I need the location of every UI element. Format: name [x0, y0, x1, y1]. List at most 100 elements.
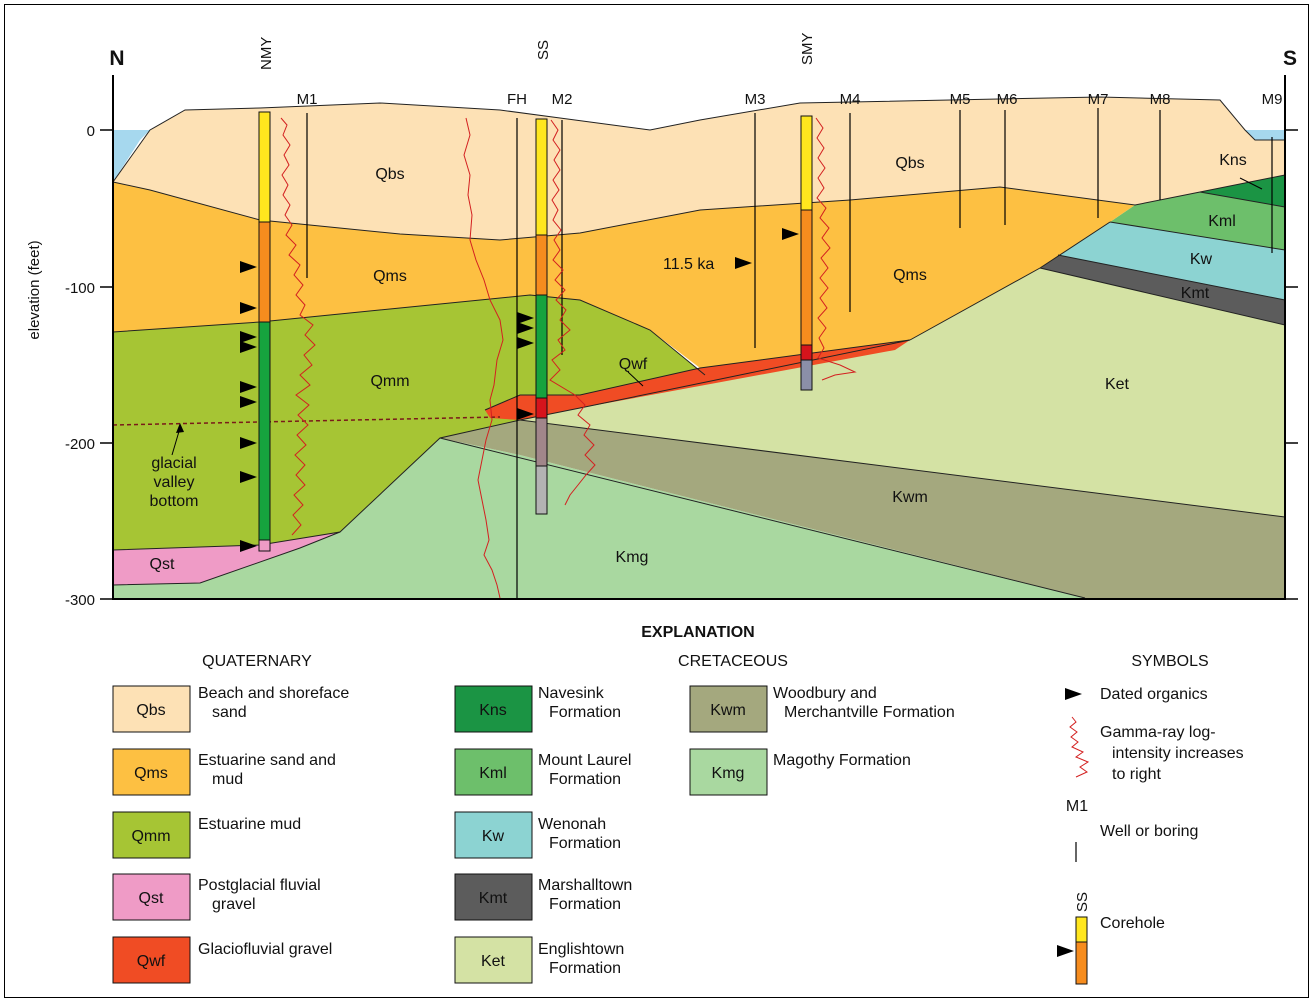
glacial-valley-line-2: valley	[154, 474, 195, 491]
corehole-label-nmy: NMY	[258, 37, 275, 70]
well-label-m8: M8	[1150, 91, 1171, 108]
swatch-kwm	[689, 685, 768, 733]
label-kwm: Kwm	[892, 489, 928, 506]
label-kmt: Kmt	[1181, 285, 1210, 302]
corehole-ss	[535, 118, 548, 515]
gamma-log-ss	[549, 119, 596, 506]
corehole-nmy	[258, 111, 271, 552]
unit-qms	[113, 182, 1135, 368]
label-qmm: Qmm	[370, 373, 409, 390]
label-qbs-left: Qbs	[375, 166, 404, 183]
swatch-qms	[112, 748, 191, 796]
code-kml: Kml	[479, 765, 507, 782]
desc-qms-2: mud	[212, 771, 243, 788]
desc-qst-2: gravel	[212, 896, 256, 913]
well-label-m9: M9	[1262, 91, 1283, 108]
unit-kw	[1058, 222, 1285, 300]
swatch-kmg	[689, 748, 768, 796]
desc-kns-1: Navesink	[538, 685, 605, 702]
explanation: EXPLANATION QUATERNARY CRETACEOUS SYMBOL…	[131, 624, 1243, 977]
well-label-fh: FH	[507, 91, 527, 108]
code-qms: Qms	[134, 765, 168, 782]
code-kw: Kw	[482, 828, 505, 845]
desc-kml-1: Mount Laurel	[538, 752, 631, 769]
code-qmm: Qmm	[131, 828, 170, 845]
swatch-qmm	[112, 811, 191, 859]
glacial-valley-line-1: glacial	[151, 455, 196, 472]
corehole-symbol-lower	[1075, 941, 1088, 985]
y-tick-200: -200	[65, 436, 95, 453]
glacial-valley-line	[112, 416, 501, 426]
desc-kmg-1: Magothy Formation	[773, 752, 911, 769]
orientation-labels: N S	[109, 47, 1297, 70]
well-label-m6: M6	[997, 91, 1018, 108]
swatch-kml	[454, 748, 533, 796]
label-qms-right: Qms	[893, 267, 927, 284]
desc-qmm-1: Estuarine mud	[198, 816, 301, 833]
desc-qms-1: Estuarine sand and	[198, 752, 336, 769]
unit-kml	[1110, 192, 1285, 250]
desc-kw-1: Wenonah	[538, 816, 606, 833]
swatch-kw	[454, 811, 533, 859]
label-qms-left: Qms	[373, 268, 407, 285]
label-qst: Qst	[150, 556, 175, 573]
figure-frame	[4, 4, 1309, 998]
well-label-m7: M7	[1088, 91, 1109, 108]
cretaceous-heading: CRETACEOUS	[678, 653, 788, 670]
unit-qbs	[113, 97, 1285, 240]
code-qst: Qst	[139, 890, 164, 907]
symbol-dated-text: Dated organics	[1100, 686, 1208, 703]
code-kmt: Kmt	[479, 890, 508, 907]
symbol-well-label: M1	[1066, 798, 1088, 815]
glacial-valley-line-3: bottom	[150, 493, 199, 510]
swatch-ket	[454, 936, 533, 984]
water	[113, 130, 1285, 182]
unit-kwm	[440, 420, 1285, 598]
gamma-ray-logs	[280, 117, 857, 599]
code-qbs: Qbs	[136, 702, 165, 719]
quaternary-heading: QUATERNARY	[202, 653, 312, 670]
wells	[306, 108, 1273, 598]
annotations: 11.5 ka glacial valley bottom	[150, 256, 715, 510]
desc-qbs-1: Beach and shoreface	[198, 685, 349, 702]
symbol-well-text: Well or boring	[1100, 823, 1198, 840]
unit-qst	[113, 532, 340, 585]
desc-kmt-1: Marshalltown	[538, 877, 632, 894]
date-label: 11.5 ka	[663, 256, 714, 273]
unit-ket	[520, 268, 1285, 517]
desc-kns-2: Formation	[549, 704, 621, 721]
well-label-m4: M4	[840, 91, 861, 108]
swatch-kmt	[454, 873, 533, 921]
code-kmg: Kmg	[712, 765, 745, 782]
ticks	[100, 129, 1298, 600]
well-label-m5: M5	[950, 91, 971, 108]
label-kns: Kns	[1219, 152, 1247, 169]
corehole-arrow-symbol	[1057, 945, 1074, 957]
contacts	[112, 96, 1286, 599]
swatch-qwf	[112, 936, 191, 984]
symbol-core-text: Corehole	[1100, 915, 1165, 932]
code-qwf: Qwf	[137, 953, 166, 970]
y-axis: 0 -100 -200 -300 elevation (feet)	[26, 123, 95, 609]
desc-kmt-2: Formation	[549, 896, 621, 913]
well-label-m2: M2	[552, 91, 573, 108]
well-label-m1: M1	[297, 91, 318, 108]
label-qwf: Qwf	[619, 356, 648, 373]
y-tick-100: -100	[65, 280, 95, 297]
unit-kns	[1200, 175, 1285, 207]
gamma-log-nmy	[280, 117, 316, 536]
label-qbs-right: Qbs	[895, 155, 924, 172]
symbol-gamma-3: to right	[1112, 766, 1161, 783]
legend-symbol-graphics	[1057, 688, 1090, 985]
dated-organics-markers	[240, 228, 799, 552]
gamma-log-symbol	[1069, 716, 1090, 778]
symbols-heading: SYMBOLS	[1131, 653, 1208, 670]
gamma-log-smy	[815, 117, 857, 381]
corehole-smy	[800, 115, 813, 391]
corehole-symbol-upper	[1075, 916, 1088, 943]
label-kml: Kml	[1208, 213, 1236, 230]
label-kmg: Kmg	[616, 549, 649, 566]
swatch-qbs	[112, 685, 191, 733]
code-ket: Ket	[481, 953, 506, 970]
unit-kmt	[1040, 255, 1285, 325]
